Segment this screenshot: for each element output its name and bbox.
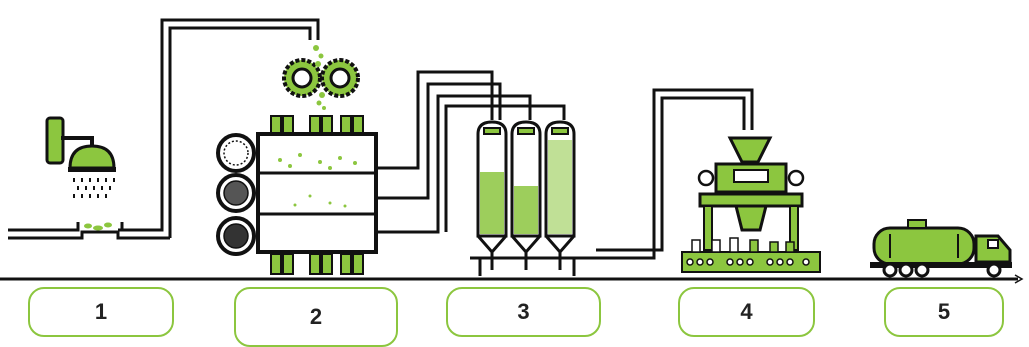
- step-number: 3: [517, 299, 530, 324]
- tanker-truck-icon: [870, 219, 1012, 278]
- step-number: 4: [740, 299, 753, 324]
- ground-arrow-icon: [1014, 274, 1024, 284]
- step-box-4: 4: [678, 287, 815, 337]
- step-box-1: 1: [28, 287, 174, 337]
- step-box-3: 3: [446, 287, 601, 337]
- crushing-sieving-machine-icon: [216, 45, 378, 275]
- transfer-pipes: [376, 70, 566, 234]
- step-number: 2: [309, 304, 323, 329]
- packaging-machine-icon: [681, 136, 821, 273]
- washing-shower-icon: [8, 18, 320, 240]
- step-number: 5: [937, 299, 951, 324]
- step-number: 1: [94, 299, 108, 324]
- storage-silos-icon: [470, 88, 754, 276]
- step-box-5: 5: [884, 287, 1004, 337]
- step-box-2: 2: [234, 287, 398, 347]
